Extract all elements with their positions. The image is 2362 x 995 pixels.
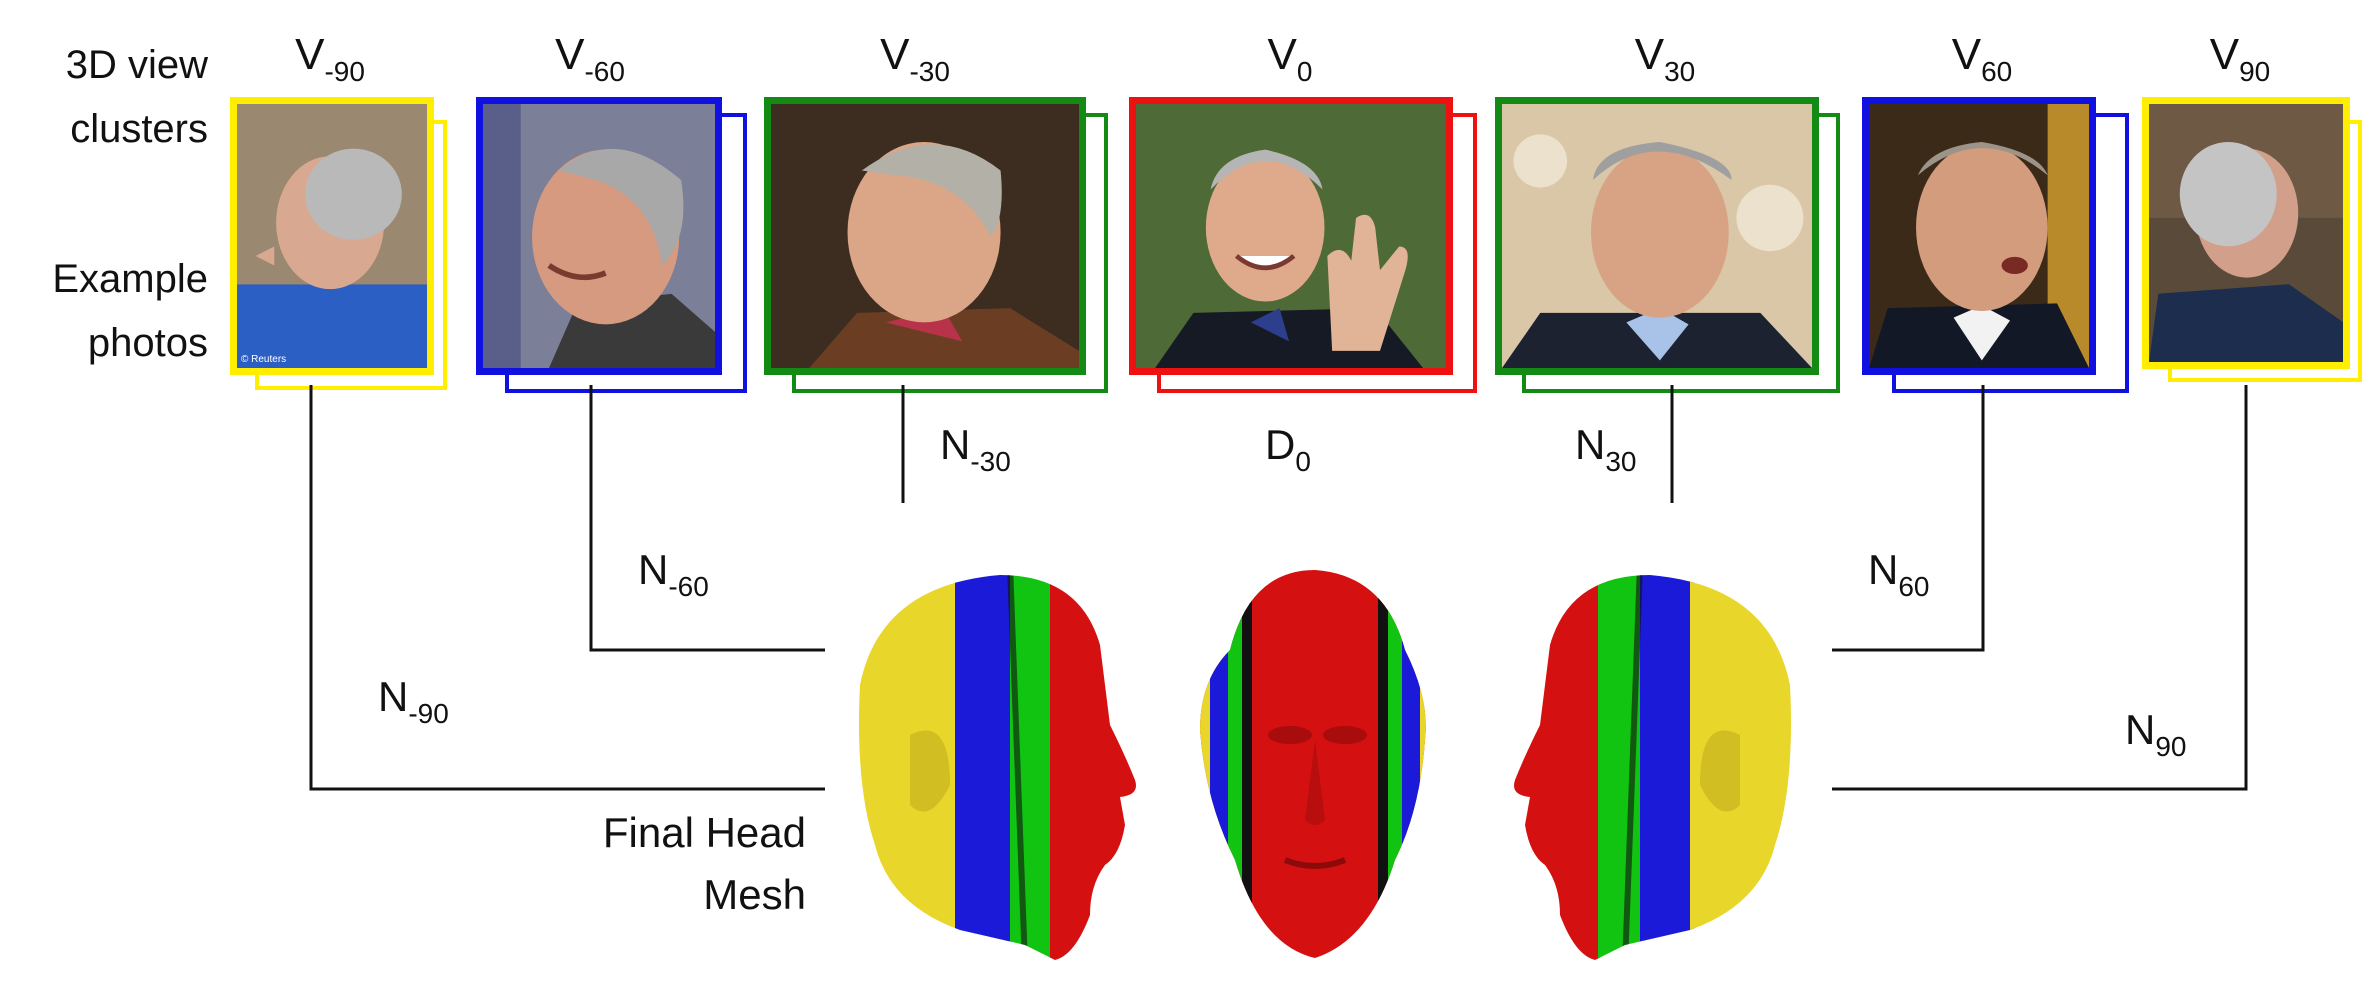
head-mesh-left-profile [859, 575, 1136, 960]
example-photo-minus-60 [476, 97, 722, 375]
example-photo-90 [2142, 97, 2350, 369]
connector-label-n-minus-30: N-30 [940, 421, 1011, 477]
connector-label-n-90: N90 [2125, 706, 2187, 762]
photo-watermark: © Reuters [241, 354, 287, 365]
connector-label-n-30: N30 [1575, 421, 1637, 477]
clusters-label-line2: clusters [70, 107, 208, 151]
example-photo-minus-30 [764, 97, 1086, 375]
final-mesh-label-line2: Mesh [703, 871, 806, 918]
example-photo-0 [1129, 97, 1453, 375]
view-label-minus-60: V-60 [555, 30, 625, 87]
view-label-30: V30 [1634, 30, 1696, 87]
view-label-60: V60 [1951, 30, 2013, 87]
view-label-minus-30: V-30 [880, 30, 950, 87]
example-photo-60 [1862, 97, 2096, 375]
example-photo-30 [1495, 97, 1819, 375]
photos-label-line2: photos [87, 321, 208, 365]
head-mesh-right-profile [1514, 575, 1791, 960]
head-mesh-front [1200, 570, 1426, 958]
final-mesh-label-line1: Final Head [602, 809, 806, 856]
view-label-minus-90: V-90 [295, 30, 365, 87]
connector-label-n-minus-90: N-90 [378, 673, 449, 729]
connector-label-n-minus-60: N-60 [638, 546, 709, 602]
view-label-0: V0 [1267, 30, 1313, 87]
connector-label-d-0: D0 [1265, 421, 1311, 477]
photos-label-line1: Example [52, 257, 208, 301]
view-label-90: V90 [2209, 30, 2271, 87]
clusters-label-line1: 3D view [65, 43, 208, 87]
example-photo-minus-90: © Reuters [230, 97, 434, 375]
connector-label-n-60: N60 [1868, 546, 1930, 602]
